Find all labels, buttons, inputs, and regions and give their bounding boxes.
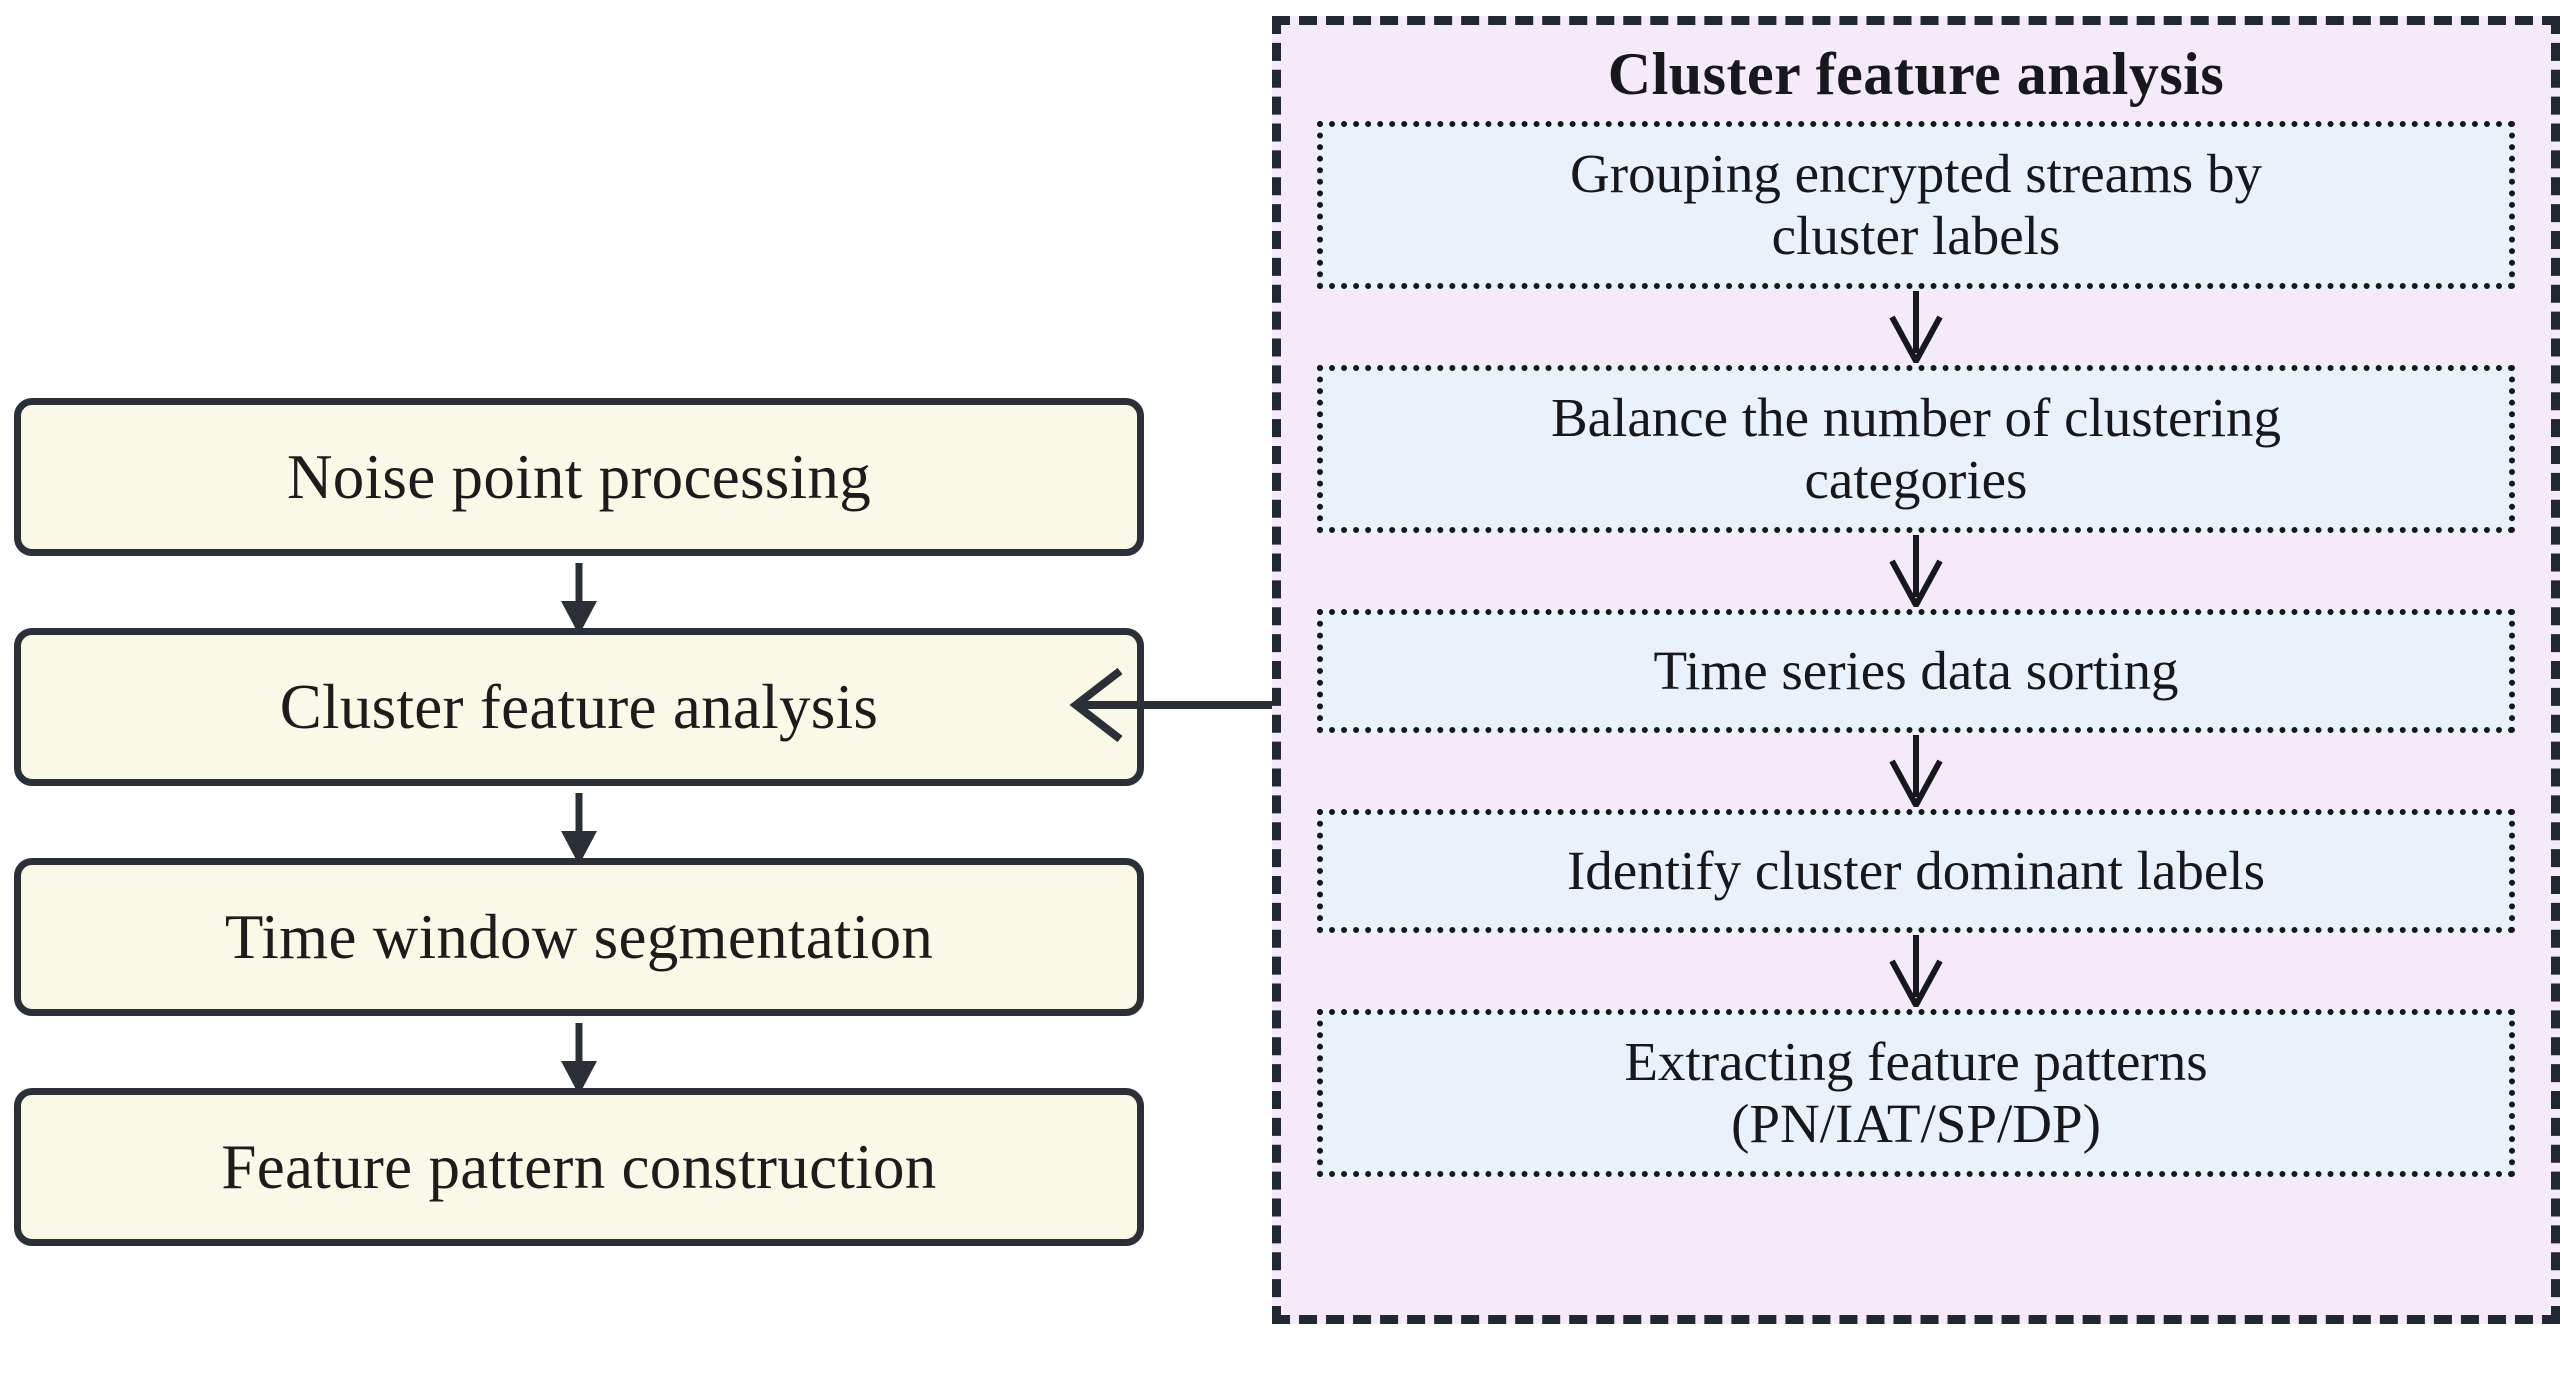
step-label-line1: Extracting feature patterns [1624, 1031, 2208, 1093]
panel-title: Cluster feature analysis [1607, 41, 2225, 107]
arrow-down-timeseries-to-identify [1889, 735, 1943, 807]
step-label: Identify cluster dominant labels [1567, 840, 2265, 902]
left-pipeline-column: Noise point processing Cluster feature a… [14, 398, 1144, 1246]
step-box-identify-cluster-dominant-labels[interactable]: Identify cluster dominant labels [1317, 809, 2515, 933]
left-box-label: Cluster feature analysis [279, 671, 879, 742]
arrow-down-balance-to-timeseries [1889, 535, 1943, 607]
step-box-grouping-encrypted-streams[interactable]: Grouping encrypted streams by cluster la… [1317, 121, 2515, 289]
step-box-time-series-data-sorting[interactable]: Time series data sorting [1317, 609, 2515, 733]
step-label-line1: Identify cluster dominant labels [1566, 840, 2265, 902]
step-label-line2: (PN/IAT/SP/DP) [1731, 1093, 2101, 1154]
step-label: Balance the number of clustering categor… [1551, 387, 2281, 510]
left-box-time-window-segmentation[interactable]: Time window segmentation [14, 858, 1144, 1095]
panel-step-list: Grouping encrypted streams by cluster la… [1317, 121, 2515, 1177]
left-box-cluster-feature-analysis[interactable]: Cluster feature analysis [14, 628, 1144, 865]
arrow-gap-4 [1317, 933, 2515, 1009]
left-box-label: Feature pattern construction [221, 1131, 937, 1202]
left-box-label: Time window segmentation [224, 901, 934, 972]
arrow-down-noise-to-cluster [561, 563, 597, 635]
step-box-extracting-feature-patterns[interactable]: Extracting feature patterns (PN/IAT/SP/D… [1317, 1009, 2515, 1177]
arrow-gap-1 [1317, 289, 2515, 365]
step-label-line1: Grouping encrypted streams by [1570, 143, 2262, 205]
arrow-down-identify-to-extracting [1889, 935, 1943, 1007]
step-label: Time series data sorting [1654, 640, 2179, 702]
step-label-line1: Balance the number of clustering [1550, 387, 2281, 449]
step-label-line1: Time series data sorting [1653, 640, 2179, 702]
step-label: Extracting feature patterns (PN/IAT/SP/D… [1624, 1031, 2207, 1154]
step-label: Grouping encrypted streams by cluster la… [1570, 143, 2262, 266]
arrow-down-timewindow-to-featurepattern [561, 1023, 597, 1095]
arrow-down-grouping-to-balance [1889, 291, 1943, 363]
left-box-noise-point-processing[interactable]: Noise point processing [14, 398, 1144, 635]
step-label-line2: categories [1804, 449, 2028, 510]
step-label-line2: cluster labels [1771, 205, 2061, 266]
arrow-gap-2 [1317, 533, 2515, 609]
arrow-gap-3 [1317, 733, 2515, 809]
cluster-feature-analysis-panel: Cluster feature analysis Grouping encryp… [1272, 16, 2560, 1324]
arrow-down-cluster-to-timewindow [561, 793, 597, 865]
left-box-label: Noise point processing [286, 441, 872, 512]
step-box-balance-clustering-categories[interactable]: Balance the number of clustering categor… [1317, 365, 2515, 533]
left-box-feature-pattern-construction[interactable]: Feature pattern construction [14, 1088, 1144, 1246]
